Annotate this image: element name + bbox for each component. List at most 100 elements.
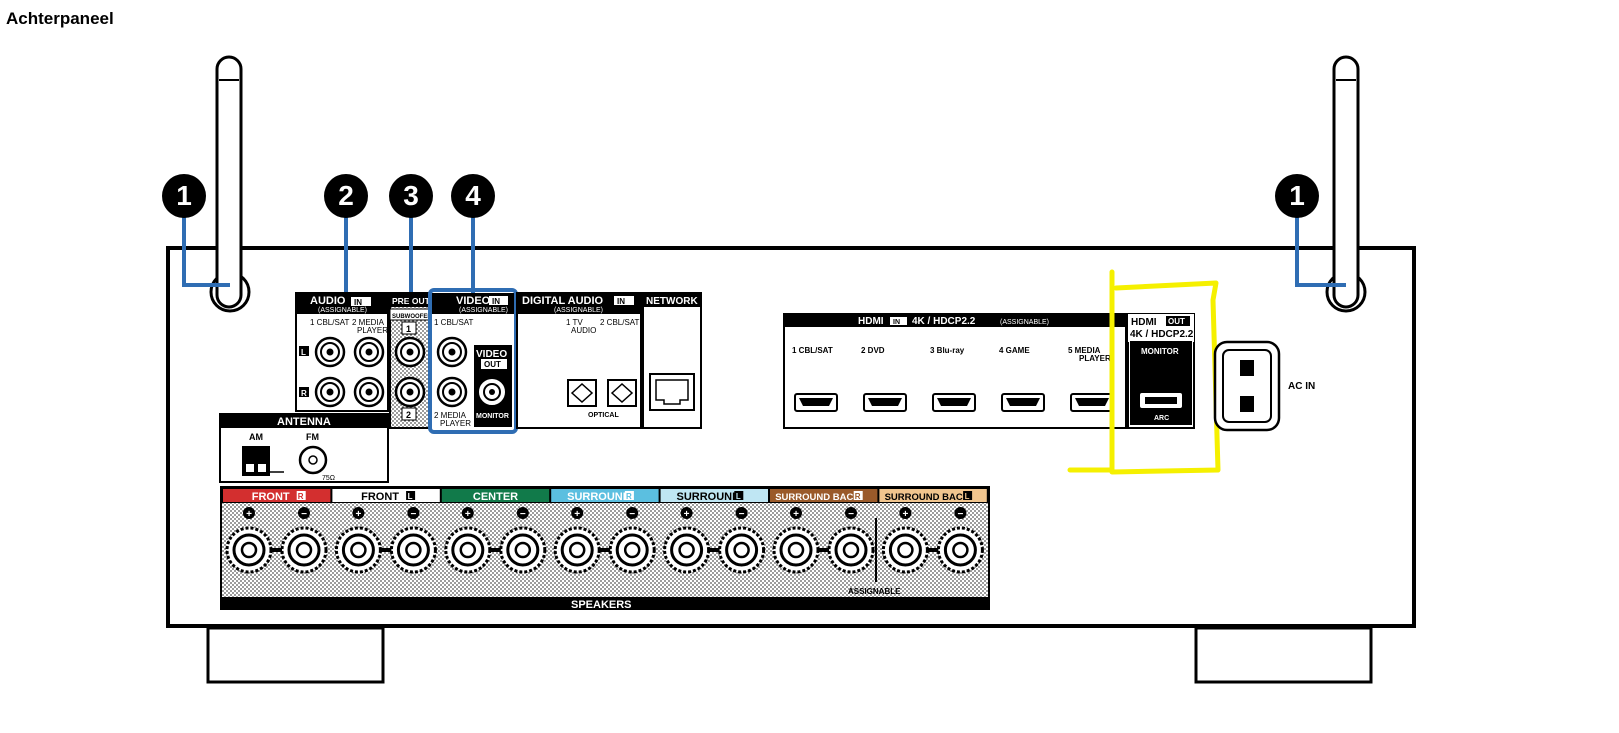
hdmi-out-arc: ARC (1154, 415, 1169, 422)
video-in-panel: VIDEO IN (ASSIGNABLE) 1 CBL/SAT 2 MEDIA … (428, 288, 518, 434)
speaker-channel-side: R (298, 492, 304, 501)
digital-audio-col1b: AUDIO (571, 326, 596, 335)
speaker-channel-side: L (408, 492, 413, 501)
video-in-col2: 2 MEDIA (434, 411, 467, 420)
svg-text:−: − (520, 509, 526, 520)
ac-in-socket: AC IN (1213, 340, 1315, 432)
rca-subwoofer-1 (394, 336, 426, 368)
pre-out-n2: 2 (406, 410, 411, 420)
svg-text:−: − (739, 509, 745, 520)
speaker-channel-name: FRONT (252, 491, 290, 503)
digital-audio-optical: OPTICAL (588, 412, 619, 419)
audio-in-panel: AUDIO IN (ASSIGNABLE) 1 CBL/SAT 2 MEDIA … (295, 292, 389, 412)
hdmi-in-panel: HDMI IN 4K / HDCP2.2 (ASSIGNABLE) 1 CBL/… (783, 313, 1127, 429)
audio-in-col2b: PLAYER (357, 326, 388, 335)
svg-text:+: + (793, 509, 799, 520)
network-panel: NETWORK (642, 292, 702, 429)
hdmi-out-panel: HDMI OUT 4K / HDCP2.2 MONITOR ARC (1127, 313, 1195, 429)
foot-left (206, 626, 385, 684)
speaker-channel-name: SURROUND (677, 491, 741, 503)
speaker-channel-2: CENTER+− (441, 489, 550, 574)
svg-text:−: − (410, 509, 416, 520)
svg-text:−: − (848, 509, 854, 520)
hdmi-in-port-label: 1 CBL/SAT (792, 346, 833, 355)
hdmi-in-spec: 4K / HDCP2.2 (912, 316, 976, 327)
hdmi-in-port-label: 2 DVD (861, 346, 885, 355)
hdmi-out-spec: 4K / HDCP2.2 (1130, 329, 1194, 340)
video-out-badge: OUT (484, 360, 501, 369)
video-in-col1: 1 CBL/SAT (434, 318, 474, 327)
hdmi-in-title: HDMI (858, 316, 884, 327)
speaker-channel-side: L (965, 492, 970, 501)
antenna-left (209, 55, 251, 313)
hdmi-out-badge: OUT (1168, 317, 1185, 326)
pre-out-title: PRE OUT (392, 296, 431, 306)
audio-in-col1: 1 CBL/SAT (310, 318, 350, 327)
digital-audio-col1: 1 TV (566, 318, 583, 327)
speaker-channel-side: R (855, 492, 861, 501)
callout-wireless-antenna-left: 1 (162, 174, 206, 218)
fm-connector (298, 445, 328, 475)
speaker-channel-name: SURROUND BACK (775, 492, 860, 503)
digital-audio-col2: 2 CBL/SAT (600, 318, 640, 327)
hdmi-in-port-3: 3 Blu-ray (930, 346, 976, 412)
hdmi-in-port-label: 5 MEDIA (1068, 346, 1101, 355)
audio-in-badge: IN (354, 298, 362, 307)
video-in-badge: IN (492, 297, 500, 306)
hdmi-in-assign: (ASSIGNABLE) (1000, 319, 1049, 326)
antenna-title: ANTENNA (277, 416, 331, 428)
pre-out-panel: PRE OUT SUBWOOFER 1 2 (389, 292, 432, 429)
rca-audio-1-l (314, 336, 346, 368)
audio-in-title: AUDIO (310, 295, 346, 307)
speaker-channel-side: R (626, 492, 632, 501)
digital-audio-panel: DIGITAL AUDIO IN (ASSIGNABLE) 1 TV AUDIO… (516, 292, 642, 429)
svg-text:−: − (957, 509, 963, 520)
audio-in-sub: (ASSIGNABLE) (318, 307, 367, 314)
speakers-assignable: ASSIGNABLE (848, 587, 901, 596)
rca-video-in-2 (436, 376, 468, 408)
speakers-title: SPEAKERS (571, 599, 632, 611)
callout-number: 1 (176, 180, 192, 211)
rca-audio-2-r (353, 376, 385, 408)
rca-subwoofer-2 (394, 376, 426, 408)
hdmi-in-port-label: 4 GAME (999, 346, 1030, 355)
pre-out-n1: 1 (406, 324, 411, 334)
hdmi-in-port-label: 3 Blu-ray (930, 346, 965, 355)
hdmi-out-title: HDMI (1131, 317, 1157, 328)
speaker-channel-name: CENTER (473, 491, 518, 503)
callout-number: 1 (1289, 180, 1305, 211)
rca-audio-1-r (314, 376, 346, 408)
highlight-outline (1067, 269, 1221, 475)
pre-out-sub: SUBWOOFER (392, 314, 432, 320)
antenna-am: AM (249, 432, 263, 442)
svg-text:+: + (246, 509, 252, 520)
speaker-channel-name: FRONT (361, 491, 399, 503)
video-out-label: MONITOR (476, 413, 509, 420)
antenna-right (1325, 55, 1367, 313)
video-in-title: VIDEO (456, 295, 491, 307)
rca-video-in-1 (436, 336, 468, 368)
antenna-panel: ANTENNA AM FM 75Ω (219, 413, 389, 483)
hdmi-out-label: MONITOR (1141, 347, 1179, 356)
network-title: NETWORK (646, 296, 698, 307)
hdmi-in-port-2: 2 DVD (861, 346, 907, 412)
callout-number: 3 (403, 180, 419, 211)
callout-wireless-antenna-right: 1 (1275, 174, 1319, 218)
hdmi-in-port5b: PLAYER (1079, 354, 1111, 363)
foot-right (1194, 626, 1373, 684)
callout-lines (182, 212, 1346, 295)
callout-audio-in: 2 (324, 174, 368, 218)
antenna-ohm: 75Ω (322, 475, 335, 482)
hdmi-in-port-1: 1 CBL/SAT (792, 346, 838, 412)
callout-video-in: 4 (451, 174, 495, 218)
speaker-channel-name: SURROUND BACK (885, 492, 970, 503)
svg-text:−: − (629, 509, 635, 520)
svg-text:+: + (574, 509, 580, 520)
